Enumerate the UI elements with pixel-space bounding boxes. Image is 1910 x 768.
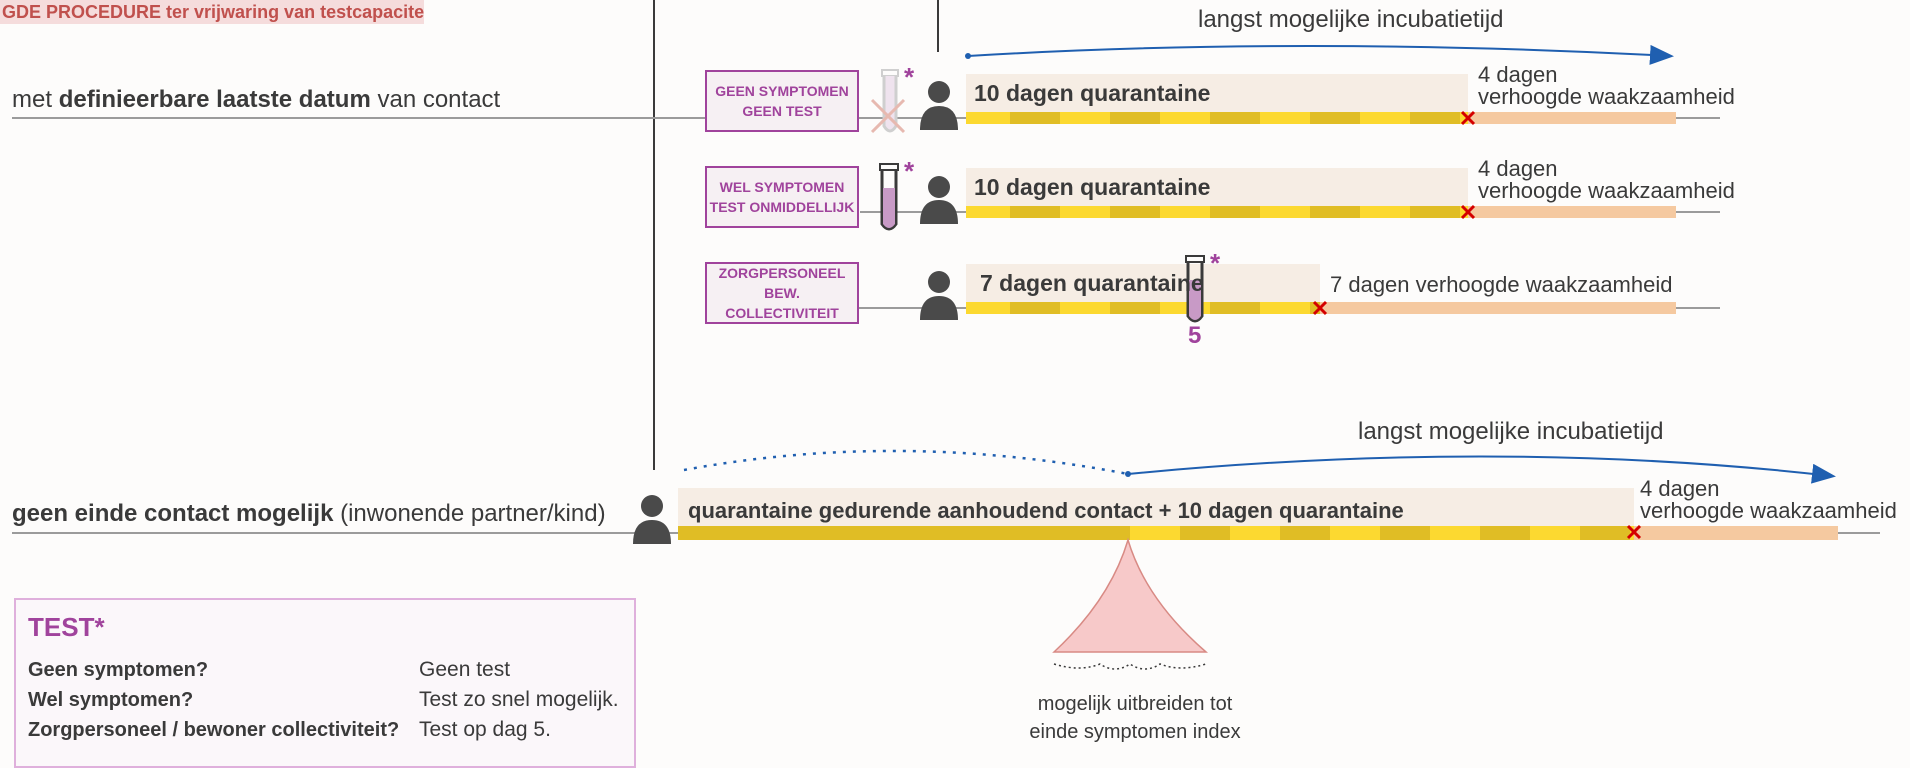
vigilance-bar <box>1468 112 1676 124</box>
quarantine-bar <box>966 302 1320 314</box>
vigilance-label: 7 dagen verhoogde waakzaamheid <box>1330 272 1673 297</box>
test-star: * <box>904 62 915 92</box>
case-line2: GEEN TEST <box>742 103 822 119</box>
person-icon <box>633 81 958 544</box>
crossed-test-tube-icon <box>870 69 906 134</box>
vigilance-bar <box>1634 526 1838 540</box>
case-line2: BEW. COLLECTIVITEIT <box>725 285 839 321</box>
case-line2: TEST ONMIDDELLIJK <box>709 199 855 215</box>
legend-question: Wel symptomen? <box>28 689 194 711</box>
case-box-care-staff: ZORGPERSONEEL BEW. COLLECTIVITEIT <box>705 262 859 324</box>
quarantine-bar <box>966 112 1468 124</box>
arrow-icon <box>1127 455 1836 484</box>
legend-question: Zorgpersoneel / bewoner collectiviteit? <box>28 719 400 741</box>
test-star: * <box>904 156 915 186</box>
row2-label: geen einde contact mogelijk (inwonende p… <box>12 500 606 527</box>
row1-label: met definieerbare laatste datum van cont… <box>12 86 501 113</box>
quarantine-label: 10 dagen quarantaine <box>974 80 1211 106</box>
legend-answer: Test op dag 5. <box>419 718 551 741</box>
test-legend-title: TEST* <box>28 612 105 642</box>
case-line1: WEL SYMPTOMEN <box>719 179 845 195</box>
quarantine-bar <box>1130 526 1634 540</box>
test-tube-icon <box>1185 255 1205 323</box>
quarantine-label: 10 dagen quarantaine <box>974 174 1211 200</box>
legend-question: Geen symptomen? <box>28 659 209 681</box>
vigilance-bar <box>1320 302 1676 314</box>
case-box-no-symptoms: GEEN SYMPTOMEN GEEN TEST <box>705 70 859 132</box>
quarantine-label: 7 dagen quarantaine <box>980 270 1204 296</box>
test-legend-box <box>14 598 636 768</box>
legend-answer: Test zo snel mogelijk. <box>419 688 619 711</box>
dotted-contact-arc <box>683 449 1129 476</box>
vigilance-bar <box>1468 206 1676 218</box>
legend-answer: Geen test <box>419 658 511 681</box>
continuous-quarantine-label: quarantaine gedurende aanhoudend contact… <box>688 498 1404 523</box>
test-day-number: 5 <box>1188 322 1202 349</box>
continuous-contact-bar <box>678 526 1130 540</box>
case-box-symptoms: WEL SYMPTOMEN TEST ONMIDDELLIJK <box>705 166 859 228</box>
incubation-label: langst mogelijke incubatietijd <box>1358 418 1664 445</box>
procedure-banner: GDE PROCEDURE ter vrijwaring van testcap… <box>0 0 424 24</box>
quarantine-bar <box>966 206 1468 218</box>
case-line1: ZORGPERSONEEL <box>718 265 846 281</box>
incubation-label: langst mogelijke incubatietijd <box>1198 6 1504 33</box>
extension-funnel <box>1052 537 1209 653</box>
test-tube-icon <box>879 163 899 231</box>
arrow-icon <box>967 44 1674 65</box>
timeline-graphics <box>12 0 1880 706</box>
test-star: * <box>1210 248 1221 278</box>
case-line1: GEEN SYMPTOMEN <box>715 83 849 99</box>
cross-mark-icon <box>1312 110 1642 540</box>
